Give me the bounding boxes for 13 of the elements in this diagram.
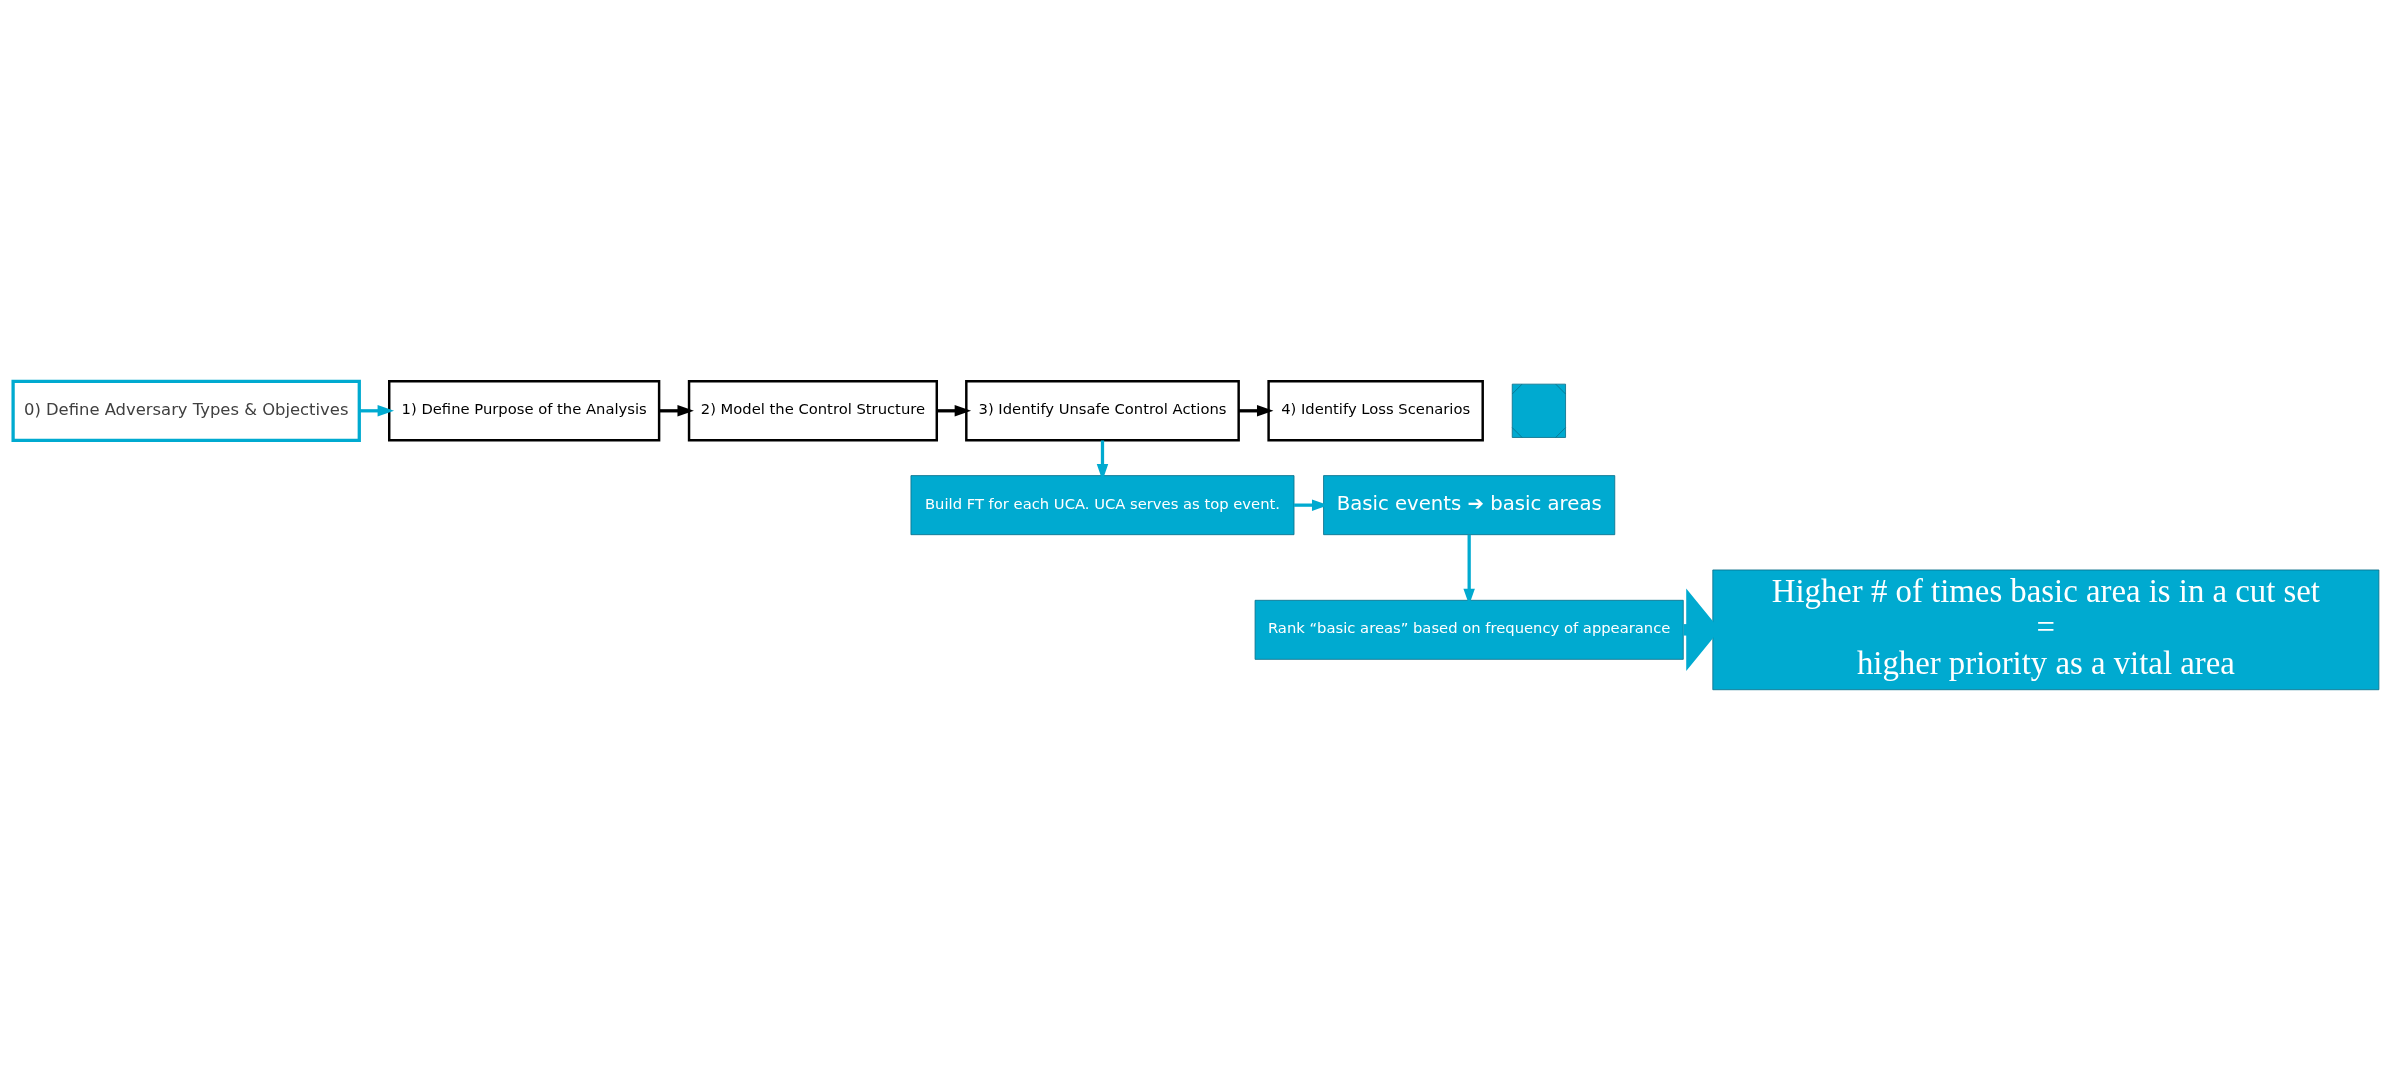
arrow — [937, 405, 972, 417]
arrow — [359, 405, 395, 417]
node-box: 0) Define Adversary Types & Objectives — [11, 379, 361, 442]
node-box: Basic events ➔ basic areas — [1323, 475, 1616, 536]
node-box: Rank “basic areas” based on frequency of appearance — [1254, 599, 1684, 660]
node-box: 3) Identify Unsafe Control Actions — [965, 380, 1240, 442]
arrow — [659, 405, 694, 417]
node-box: 2) Model the Control Structure — [687, 380, 938, 442]
node-box: Higher # of times basic area is in a cut set = higher priority as a vital area — [1712, 569, 2380, 691]
node-box: 1) Define Purpose of the Analysis — [388, 380, 661, 442]
node-box: 4) Identify Loss Scenarios — [1267, 380, 1484, 442]
arrow — [1238, 405, 1274, 417]
node-box: Build FT for each UCA. UCA serves as top event. — [910, 475, 1295, 536]
